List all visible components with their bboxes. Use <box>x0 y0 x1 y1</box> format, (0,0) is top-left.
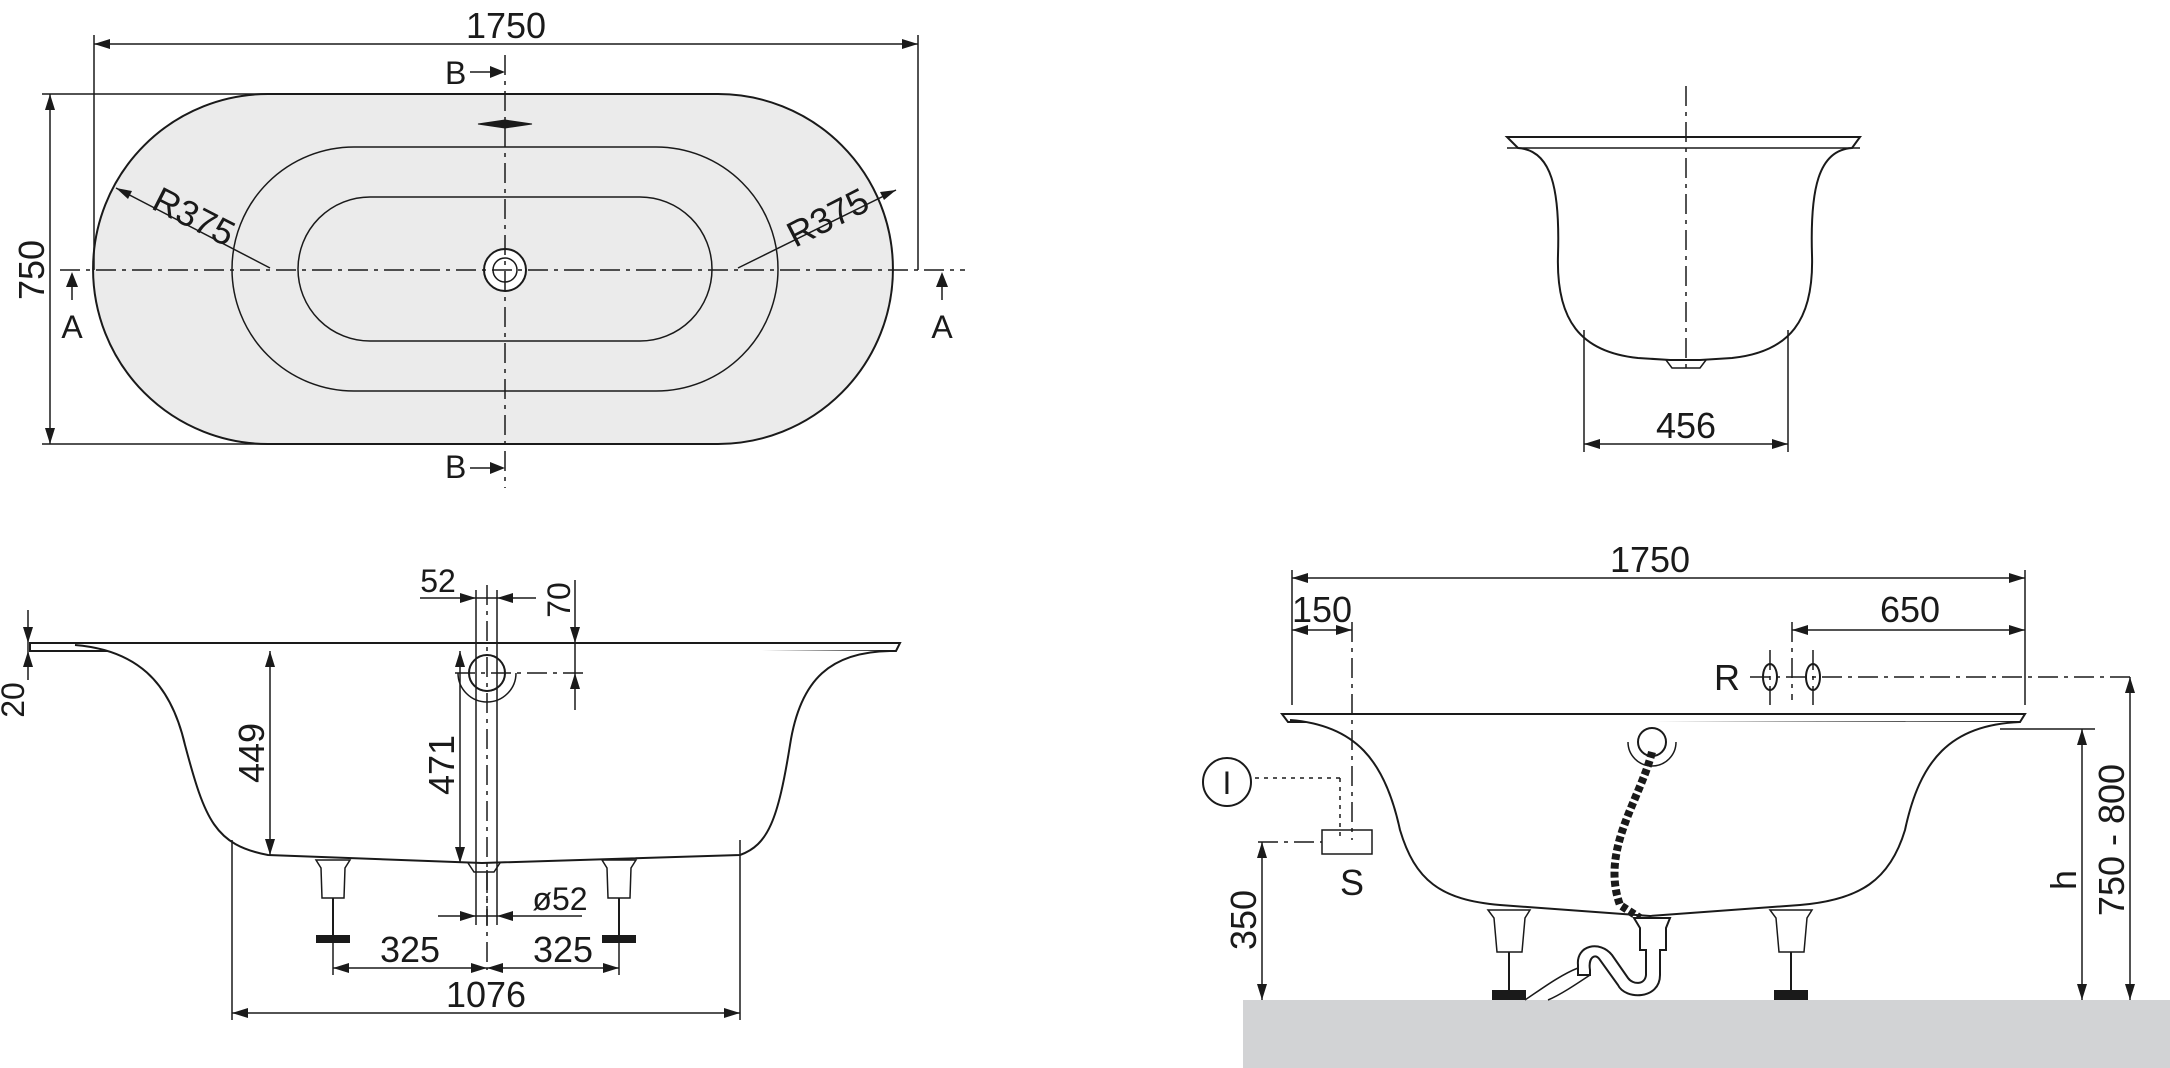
top-width-label: 750 <box>11 240 52 300</box>
install-drain-pipe <box>1524 967 1579 1001</box>
top-length-label: 1750 <box>466 5 546 46</box>
install-supply-label: S <box>1340 862 1364 903</box>
install-body <box>1289 719 2021 918</box>
side-view-drain <box>467 862 501 873</box>
dim-471-label: 471 <box>421 735 462 795</box>
side-view: 52 70 20 449 471 ø52 325 325 1076 <box>0 563 902 1020</box>
top-view-overflow-mark <box>477 119 533 129</box>
side-view-leg-left <box>314 859 352 943</box>
install-leg-right <box>1768 909 1814 1000</box>
dim-20-arrows <box>23 627 33 667</box>
radius-leader-right <box>737 189 897 269</box>
dim-70-label: 70 <box>541 582 577 618</box>
install-drain-pipe-inner <box>1547 974 1591 1001</box>
install-leg-left <box>1486 909 1532 1000</box>
section-a-left-arrowhead <box>66 272 78 287</box>
install-supply-box <box>1321 829 1373 855</box>
install-length-label: 1750 <box>1610 539 1690 580</box>
dim-325-arrows <box>333 963 619 973</box>
install-650-label: 650 <box>1880 589 1940 630</box>
side-view-leg-right <box>600 859 638 943</box>
install-valve-label: R <box>1714 657 1740 698</box>
install-range-label: 750 - 800 <box>2091 764 2132 916</box>
install-350-label: 350 <box>1223 890 1264 950</box>
dim-325-right-label: 325 <box>533 929 593 970</box>
dim-d52-label: ø52 <box>532 881 587 917</box>
end-view-width-label: 456 <box>1656 405 1716 446</box>
end-view: 456 <box>1504 86 1862 452</box>
install-floor <box>1243 1000 2170 1068</box>
install-marker-circle <box>1202 757 1252 807</box>
dim-325-left-label: 325 <box>380 929 440 970</box>
section-a-left-label: A <box>61 309 83 345</box>
dim-20-label: 20 <box>0 682 31 718</box>
install-view: R 1750 150 650 I S 350 h <box>1202 539 2170 1068</box>
side-view-body <box>74 644 897 865</box>
install-marker-label: I <box>1223 765 1232 801</box>
section-b-top-arrowhead <box>490 66 505 78</box>
install-overflow <box>1637 727 1667 757</box>
section-b-bottom-arrowhead <box>490 462 505 474</box>
section-b-bottom-label: B <box>445 449 466 485</box>
dim-449-label: 449 <box>231 723 272 783</box>
dim-52-label: 52 <box>420 563 456 599</box>
section-a-right-label: A <box>931 309 953 345</box>
top-view-basin-inner <box>297 196 713 342</box>
radius-arrow-left <box>116 188 132 199</box>
section-a-right-arrowhead <box>936 272 948 287</box>
top-view: R375 R375 1750 750 B B A A <box>11 5 965 488</box>
side-view-overflow-arc <box>468 672 506 692</box>
section-b-top-label: B <box>445 55 466 91</box>
install-150-label: 150 <box>1292 589 1352 630</box>
radius-leader-left <box>115 187 271 269</box>
dim-1076-label: 1076 <box>446 974 526 1015</box>
install-h-label: h <box>2043 870 2084 890</box>
dim-70-arrows <box>570 627 580 689</box>
install-trap <box>1576 917 1672 997</box>
install-350-arrows <box>1257 842 1267 1000</box>
radius-arrow-right <box>880 190 896 200</box>
dim-52-arrows <box>460 593 513 603</box>
install-waste-hose <box>1610 751 1656 922</box>
dim-d52-arrows <box>460 911 513 921</box>
end-view-body <box>1504 136 1862 361</box>
install-150-arrows <box>1292 625 1352 635</box>
